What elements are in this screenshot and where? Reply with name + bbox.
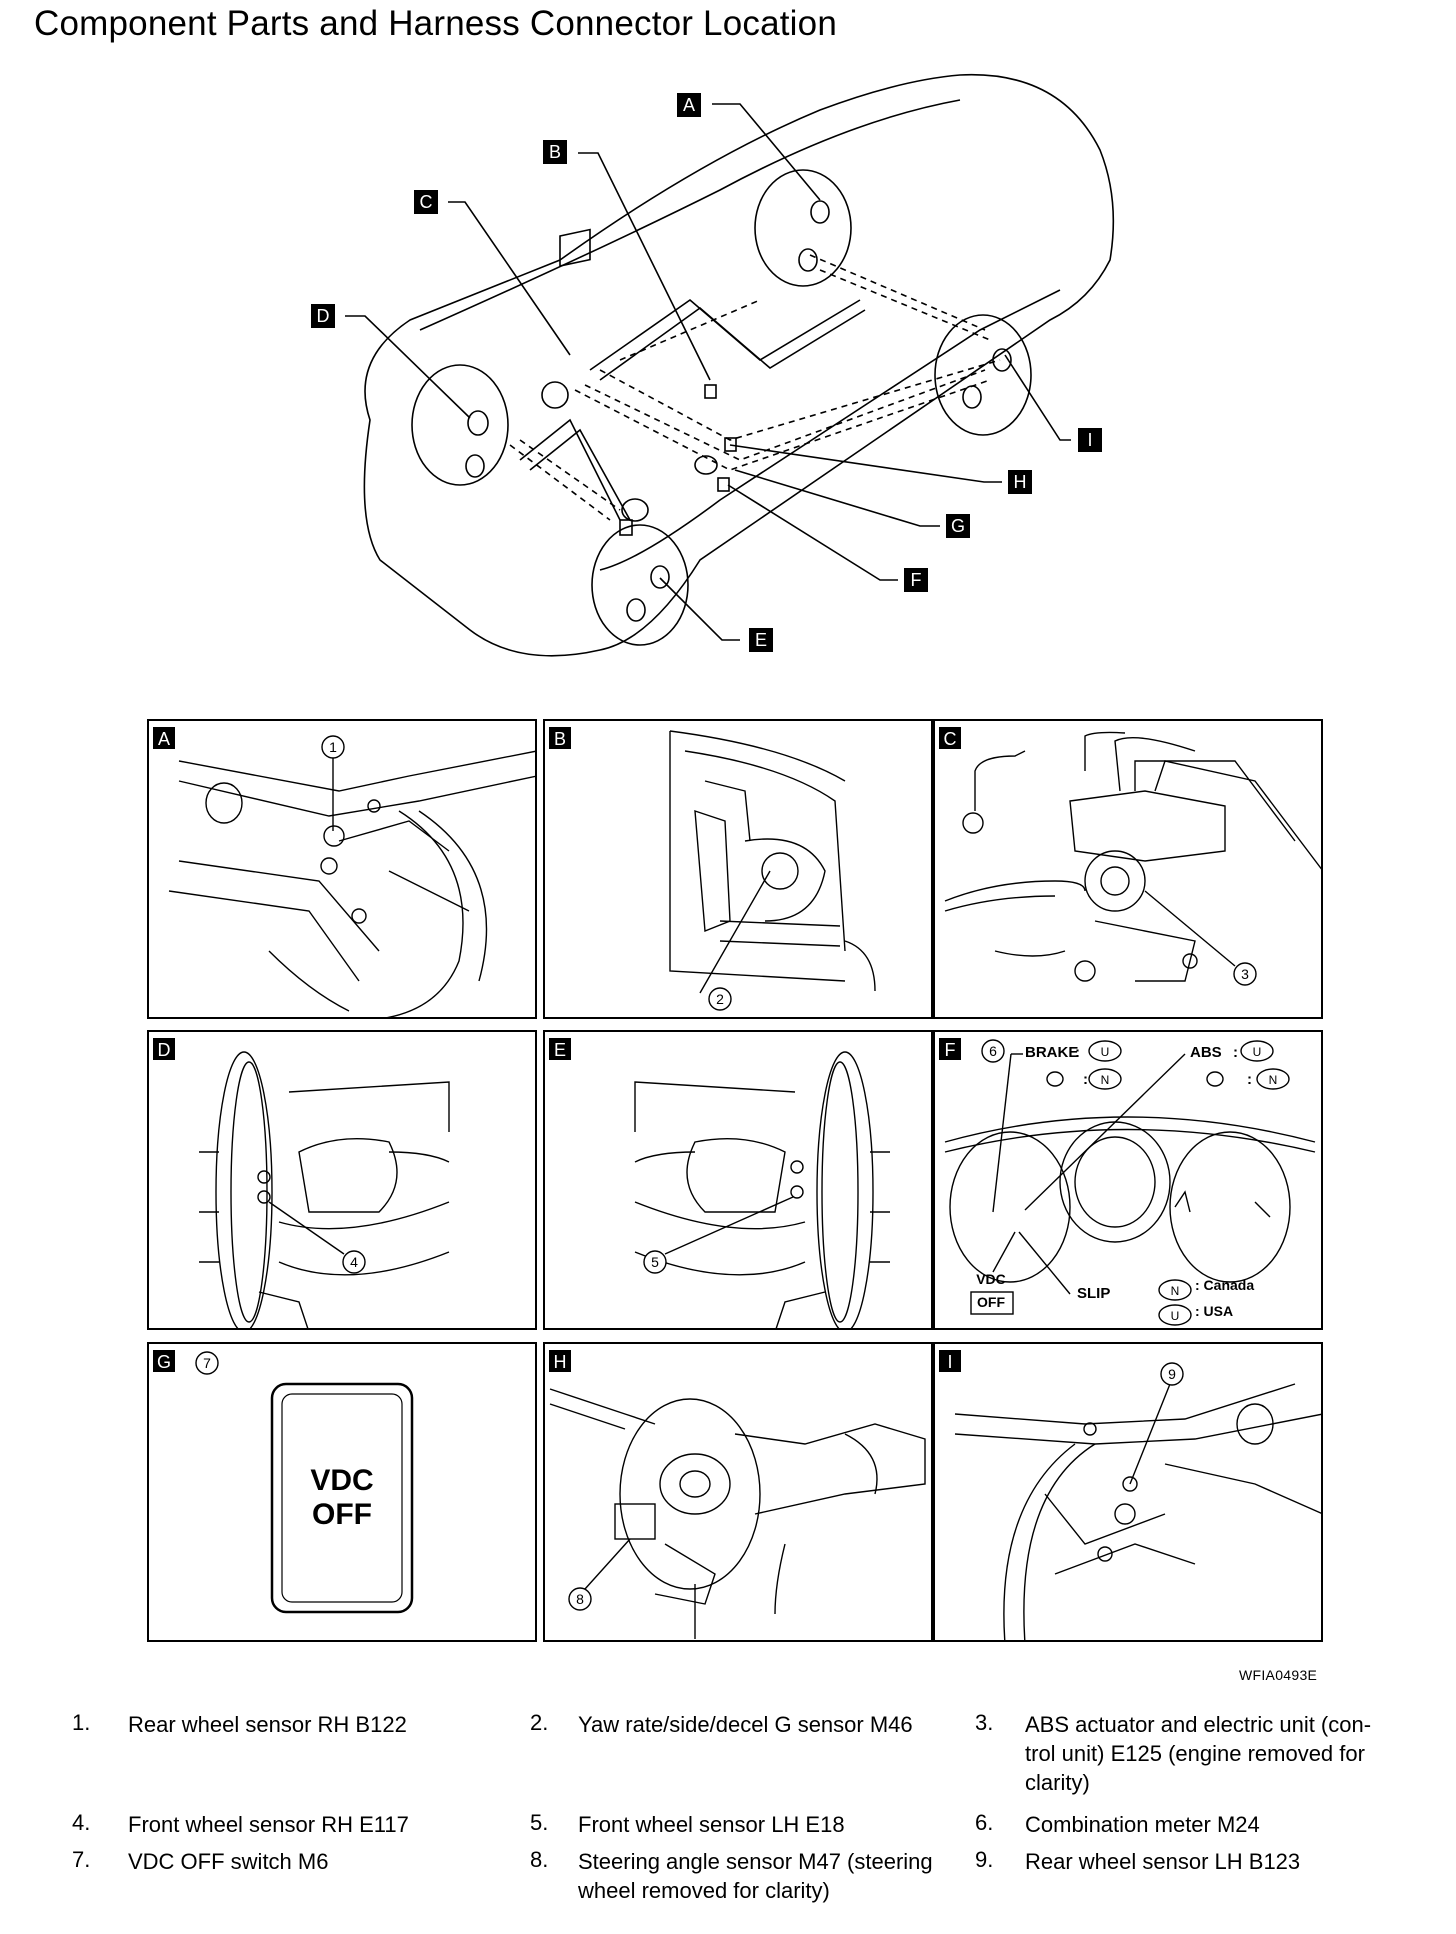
panel-D: D 4 — [147, 1030, 537, 1330]
panel-G: G 7 VDC OFF — [147, 1342, 537, 1642]
svg-text::: : — [1083, 1071, 1088, 1088]
svg-text:U: U — [1253, 1045, 1262, 1059]
panel-B: B 2 — [543, 719, 933, 1019]
wheel-front-right — [591, 524, 689, 646]
abs-label: ABS — [1190, 1044, 1222, 1061]
panel-I: I 9 — [933, 1342, 1323, 1642]
label-A: A — [683, 95, 695, 115]
svg-text:H: H — [554, 1352, 567, 1372]
panel-C: C 3 — [933, 719, 1323, 1019]
callout-3: 3 — [1241, 966, 1249, 982]
svg-text:N: N — [1101, 1073, 1110, 1087]
panel-E: E 5 — [543, 1030, 933, 1330]
vehicle-overview-diagram: A B C D E F G H I — [311, 73, 1115, 657]
svg-text:I: I — [947, 1352, 952, 1372]
off-label: OFF — [977, 1294, 1005, 1310]
label-E: E — [755, 630, 767, 650]
svg-text:N: N — [1269, 1073, 1278, 1087]
wheel-front-left — [411, 364, 509, 486]
panel-F: F 6 BRAKE : ABS : : : SLIP : Canada : US… — [933, 1030, 1323, 1330]
callout-4: 4 — [350, 1254, 358, 1270]
svg-text:D: D — [158, 1040, 171, 1060]
svg-text:B: B — [554, 729, 566, 749]
label-F: F — [911, 570, 922, 590]
wheel-rear-left — [754, 169, 852, 287]
callout-7: 7 — [203, 1355, 211, 1371]
label-D: D — [317, 306, 330, 326]
wheel-rear-right — [934, 314, 1032, 436]
callout-6: 6 — [989, 1043, 997, 1059]
svg-text:C: C — [944, 729, 957, 749]
panel-A: A 1 — [147, 719, 537, 1019]
panel-H: H 8 — [543, 1342, 933, 1642]
svg-text::: : — [1075, 1044, 1080, 1061]
page-title: Component Parts and Harness Connector Lo… — [34, 4, 837, 43]
usa-label: : USA — [1195, 1303, 1233, 1319]
callout-9: 9 — [1168, 1366, 1176, 1382]
svg-text:U: U — [1171, 1309, 1180, 1323]
svg-text:F: F — [945, 1040, 956, 1060]
label-G: G — [951, 516, 965, 536]
label-I: I — [1087, 430, 1092, 450]
label-C: C — [420, 192, 433, 212]
svg-text:U: U — [1101, 1045, 1110, 1059]
svg-text:E: E — [554, 1040, 566, 1060]
brake-label: BRAKE — [1025, 1044, 1078, 1061]
figure-code: WFIA0493E — [1239, 1667, 1318, 1683]
label-B: B — [549, 142, 561, 162]
vdc-off-switch-line2: OFF — [312, 1498, 372, 1531]
label-H: H — [1014, 472, 1027, 492]
panel-letter: A — [158, 729, 170, 749]
callout-2: 2 — [716, 991, 724, 1007]
car-body-outline — [363, 73, 1115, 657]
callout-1: 1 — [329, 739, 337, 755]
callout-8: 8 — [576, 1591, 584, 1607]
vdc-off-switch-line1: VDC — [310, 1464, 373, 1497]
slip-label: SLIP — [1077, 1285, 1110, 1302]
svg-text::: : — [1247, 1071, 1252, 1088]
svg-text::: : — [1233, 1044, 1238, 1061]
callout-5: 5 — [651, 1254, 659, 1270]
svg-text:G: G — [157, 1352, 171, 1372]
svg-text:N: N — [1171, 1284, 1180, 1298]
overview-letter-labels: A B C D E F G H I — [311, 93, 1102, 652]
